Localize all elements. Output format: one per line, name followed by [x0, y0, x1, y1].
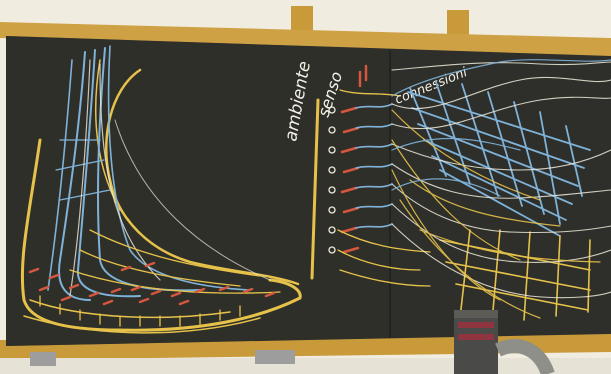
chalkboard-drawing: ambiente senso connessioni: [0, 0, 611, 374]
chalkboard-photo: ambiente senso connessioni: [0, 0, 611, 374]
